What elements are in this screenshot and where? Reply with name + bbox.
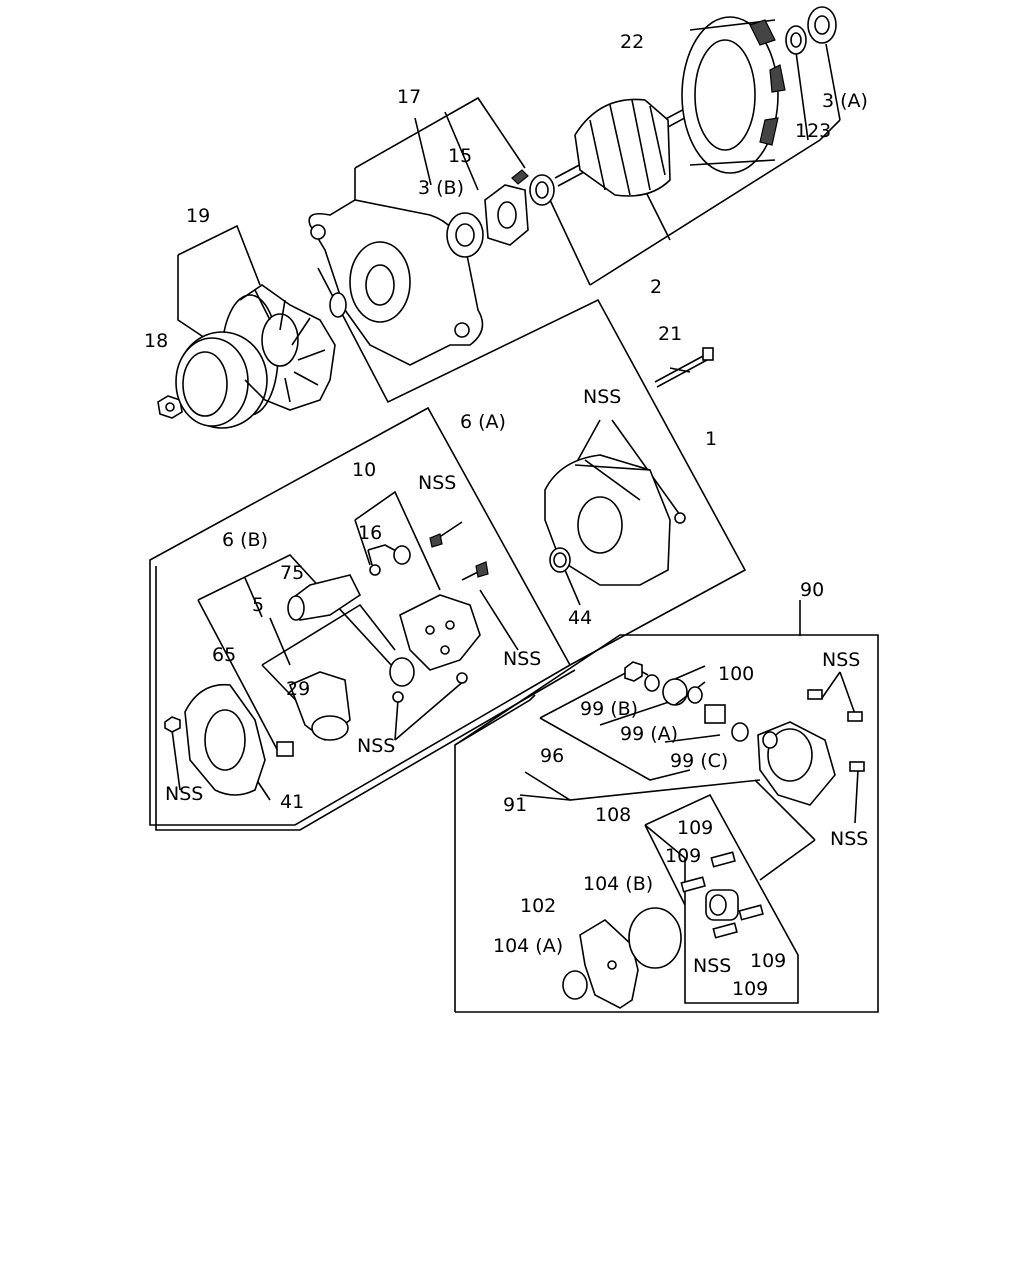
part-nut-99b [624,661,660,692]
label-6a: 6 (A) [460,411,506,433]
screw-nss-2 [461,561,489,581]
label-29: 29 [286,678,310,700]
part-104a-o-ring [562,970,588,1000]
part-29-regulator [288,671,351,742]
screw-nss-4 [164,716,181,733]
label-75: 75 [280,562,304,584]
part-19-pulley-fan [175,284,336,429]
label-3a: 3 (A) [822,90,868,112]
part-99a-plug [687,686,749,742]
label-nss-housing: NSS [583,386,621,408]
label-65: 65 [212,644,236,666]
label-nss-108: NSS [693,955,731,977]
part-vacuum-pump-body [757,721,836,806]
part-10-rectifier [399,594,481,671]
screw-top [511,169,529,185]
label-18: 18 [144,330,168,352]
label-nss-lower: NSS [357,735,395,757]
label-41: 41 [280,791,304,813]
part-123-spacer [785,25,807,55]
label-102: 102 [520,895,556,917]
part-17-drive-end-frame [308,199,484,366]
part-102-pump-cover [579,919,639,1009]
label-nss-90-top: NSS [822,649,860,671]
label-22: 22 [620,31,644,53]
part-65-pin [276,741,294,757]
part-104b-o-ring [628,907,682,969]
label-108: 108 [595,804,631,826]
label-19: 19 [186,205,210,227]
part-spacer [529,174,555,206]
part-108-pump-rotor [705,889,739,921]
label-96: 96 [540,745,564,767]
label-10: 10 [352,459,376,481]
label-99c: 99 (C) [670,750,728,772]
label-nss-10: NSS [418,472,456,494]
callout-labels: 22 3 (A) 123 17 15 3 (B) 19 2 21 18 NSS … [144,31,868,1000]
part-100-sleeve [662,665,706,706]
part-18-nut [157,395,183,419]
label-nss-rectifier: NSS [503,648,541,670]
label-15: 15 [448,145,472,167]
label-16: 16 [358,522,382,544]
label-5: 5 [252,594,264,616]
label-nss-90-right: NSS [830,828,868,850]
label-90: 90 [800,579,824,601]
part-75-brush-holder [287,574,362,621]
label-2: 2 [650,276,662,298]
part-3a-bearing [807,6,837,44]
part-15-retainer [484,184,529,246]
screw-nss-1 [429,521,463,548]
label-44: 44 [568,607,592,629]
part-41-cover [184,683,266,796]
label-6b: 6 (B) [222,529,268,551]
label-1: 1 [705,428,717,450]
screw-nss-5 [807,689,865,772]
label-3b: 3 (B) [418,177,464,199]
label-17: 17 [397,86,421,108]
part-44-plug [553,552,567,568]
part-o-ring [389,657,415,687]
label-104b: 104 (B) [583,873,653,895]
part-21-through-bolt [654,347,714,388]
label-99a: 99 (A) [620,723,678,745]
label-104a: 104 (A) [493,935,563,957]
label-99b: 99 (B) [580,698,638,720]
part-rotor [554,89,723,197]
label-21: 21 [658,323,682,345]
part-22-stator [681,16,786,174]
label-109-b: 109 [665,845,701,867]
label-109-c: 109 [750,950,786,972]
part-3b-bearing [446,212,484,258]
screw-nss-3 [392,672,468,703]
part-1-rear-housing [544,454,686,586]
part-109-vanes [680,851,764,939]
label-91: 91 [503,794,527,816]
label-109-d: 109 [732,978,768,1000]
label-109-a: 109 [677,817,713,839]
part-16-terminal [369,545,411,576]
label-123: 123 [795,120,831,142]
label-nss-cover: NSS [165,783,203,805]
label-100: 100 [718,663,754,685]
